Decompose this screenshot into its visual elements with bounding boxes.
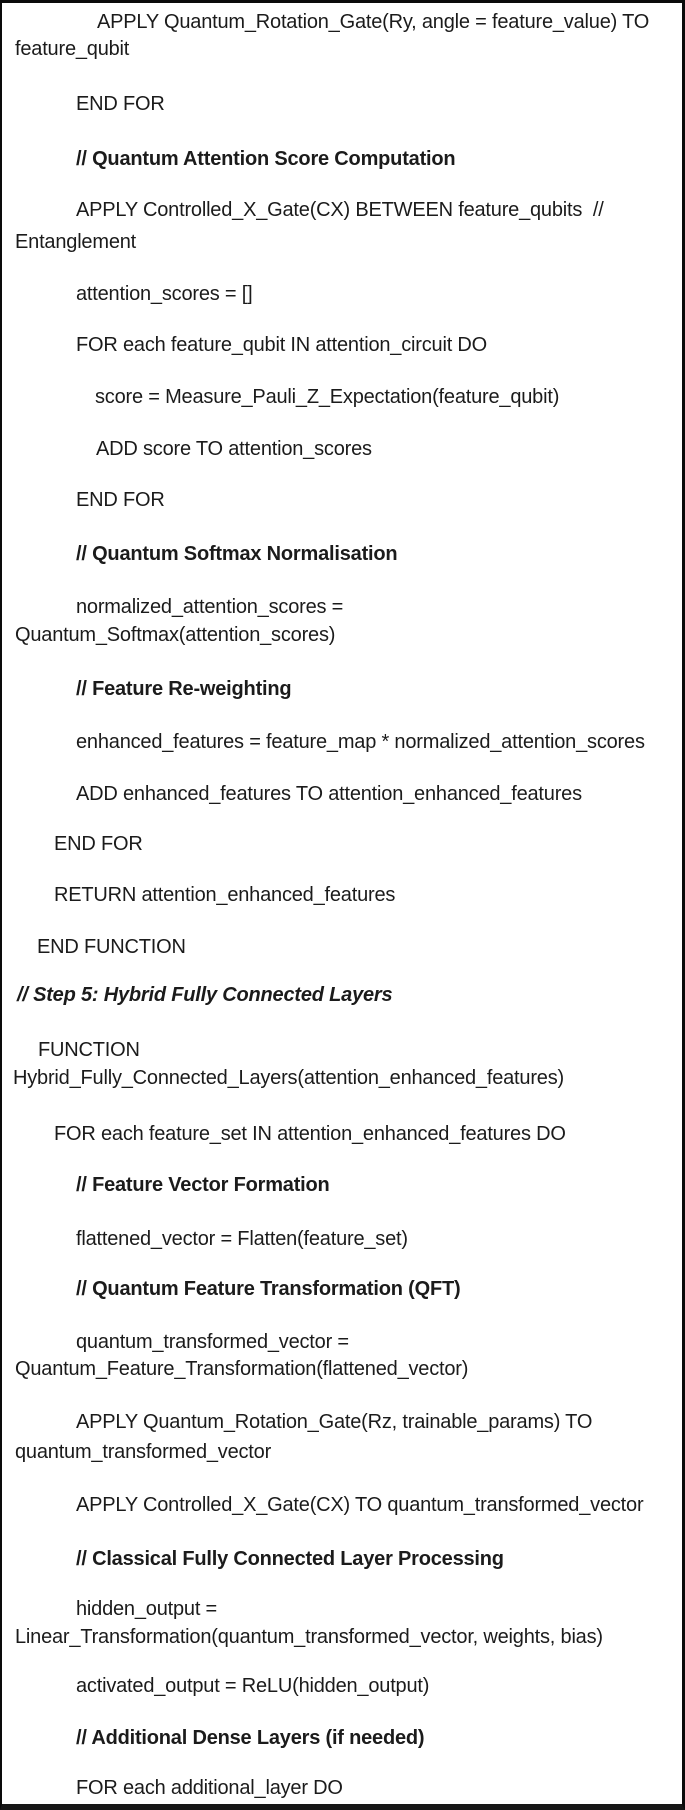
code-line: Linear_Transformation(quantum_transforme… xyxy=(15,1626,603,1648)
code-line: APPLY Quantum_Rotation_Gate(Ry, angle = … xyxy=(97,11,650,33)
code-line: ADD enhanced_features TO attention_enhan… xyxy=(76,783,582,805)
code-line: Quantum_Softmax(attention_scores) xyxy=(15,624,336,646)
code-line: enhanced_features = feature_map * normal… xyxy=(76,731,645,753)
code-line: END FOR xyxy=(76,93,165,115)
code-line: // Feature Re-weighting xyxy=(76,678,292,700)
code-line: Entanglement xyxy=(15,231,137,253)
code-line: flattened_vector = Flatten(feature_set) xyxy=(76,1228,408,1250)
code-line: // Quantum Feature Transformation (QFT) xyxy=(76,1278,461,1300)
code-line: RETURN attention_enhanced_features xyxy=(54,884,396,906)
code-line: Quantum_Feature_Transformation(flattened… xyxy=(15,1358,469,1380)
code-line: FOR each feature_set IN attention_enhanc… xyxy=(54,1123,566,1145)
code-line: quantum_transformed_vector xyxy=(15,1441,272,1463)
code-line: END FOR xyxy=(76,489,165,511)
code-line: // Classical Fully Connected Layer Proce… xyxy=(76,1548,504,1570)
code-line: quantum_transformed_vector = xyxy=(76,1331,349,1353)
code-line: // Feature Vector Formation xyxy=(76,1174,330,1196)
code-line: END FUNCTION xyxy=(37,936,186,958)
code-line: attention_scores = [] xyxy=(76,283,253,305)
code-line: Hybrid_Fully_Connected_Layers(attention_… xyxy=(13,1067,564,1089)
code-line: hidden_output = xyxy=(76,1598,218,1620)
code-line: END FOR xyxy=(54,833,143,855)
code-line: // Step 5: Hybrid Fully Connected Layers xyxy=(17,984,393,1006)
code-line: APPLY Controlled_X_Gate(CX) TO quantum_t… xyxy=(76,1494,644,1516)
code-line: // Quantum Attention Score Computation xyxy=(76,148,456,170)
code-line: APPLY Quantum_Rotation_Gate(Rz, trainabl… xyxy=(76,1411,593,1433)
code-line: activated_output = ReLU(hidden_output) xyxy=(76,1675,430,1697)
code-line: FOR each additional_layer DO xyxy=(76,1777,343,1799)
code-line: ADD score TO attention_scores xyxy=(96,438,372,460)
code-line: // Quantum Softmax Normalisation xyxy=(76,543,398,565)
code-line: // Additional Dense Layers (if needed) xyxy=(76,1727,425,1749)
code-line: feature_qubit xyxy=(15,38,130,60)
code-line: FOR each feature_qubit IN attention_circ… xyxy=(76,334,488,356)
code-line: FUNCTION xyxy=(38,1039,140,1061)
code-line: APPLY Controlled_X_Gate(CX) BETWEEN feat… xyxy=(76,199,604,221)
code-line: normalized_attention_scores = xyxy=(76,596,344,618)
code-line: score = Measure_Pauli_Z_Expectation(feat… xyxy=(95,386,560,408)
